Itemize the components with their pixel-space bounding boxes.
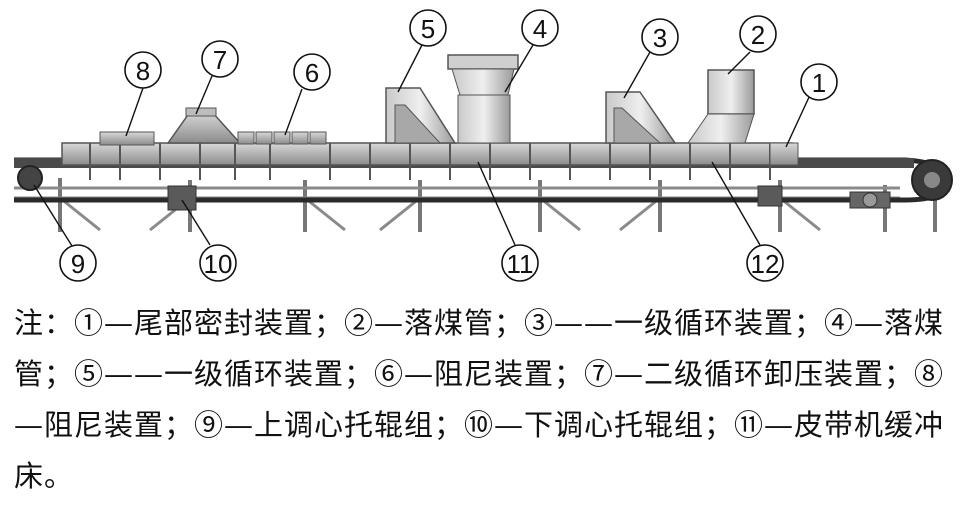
relief-device-7	[166, 107, 242, 144]
head-pulley	[849, 159, 953, 209]
callout-number-10: 10	[204, 249, 233, 279]
callout-number-12: 12	[751, 249, 780, 279]
callout-circle-8	[124, 51, 162, 89]
lower-idler-12	[757, 185, 783, 207]
callout-number-4: 4	[533, 14, 547, 44]
lower-idler-10	[167, 185, 197, 211]
callout-number-1: 1	[812, 68, 826, 98]
callout-number-11: 11	[507, 249, 534, 279]
circulation-device-5	[385, 87, 457, 144]
callout-circle-10	[199, 244, 237, 282]
skirt-chute-body	[61, 142, 793, 166]
callout-labels	[59, 9, 838, 282]
leader-lines	[33, 44, 811, 247]
coal-chute-4	[447, 54, 519, 144]
skirt-ribs	[89, 143, 771, 180]
callout-circle-3	[641, 18, 679, 56]
callout-circle-6	[293, 53, 331, 91]
figure-caption: 注：①—尾部密封装置；②—落煤管；③——一级循环装置；④—落煤管；⑤——一级循环…	[14, 306, 945, 493]
callout-number-9: 9	[71, 249, 85, 279]
coal-chute-2	[687, 69, 755, 144]
callout-circle-11	[501, 244, 539, 282]
callout-circle-4	[521, 9, 559, 47]
callout-circle-9	[59, 244, 97, 282]
callout-number-6: 6	[305, 58, 319, 88]
callout-number-2: 2	[751, 20, 765, 50]
callout-number-7: 7	[213, 45, 227, 75]
tail-pulley	[17, 165, 43, 191]
callout-circle-7	[201, 40, 239, 78]
callout-number-5: 5	[421, 14, 435, 44]
callout-number-3: 3	[653, 23, 667, 53]
callout-circle-5	[409, 9, 447, 47]
callout-circle-1	[800, 63, 838, 101]
callout-circle-2	[739, 15, 777, 53]
conveyor-diagram: 1 2 3 4 5 6 7 8 9 10 11 12	[14, 9, 953, 282]
damper-device-6	[237, 131, 327, 145]
callout-number-8: 8	[136, 56, 150, 86]
circulation-device-3	[605, 91, 677, 144]
tail-seal-1	[769, 142, 799, 166]
callout-circle-12	[746, 244, 784, 282]
